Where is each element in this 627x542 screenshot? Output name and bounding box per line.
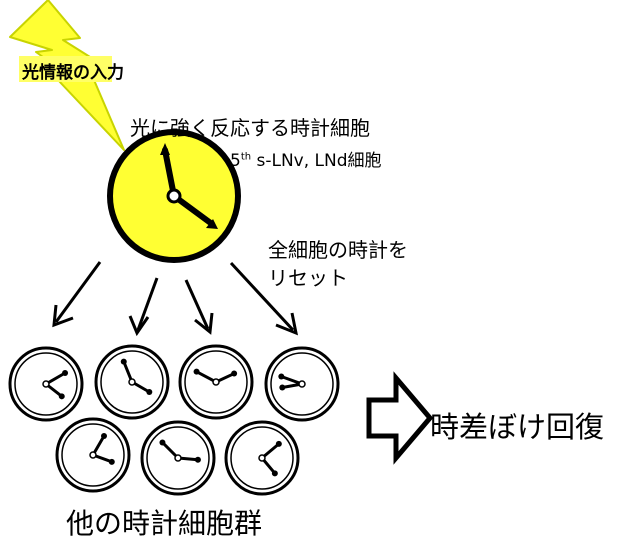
arrow-head	[52, 304, 74, 328]
cell-types-label: 5th s-LNv, LNd細胞	[230, 146, 382, 171]
other-clock-cells	[8, 344, 340, 496]
lightning-icon	[9, 0, 125, 151]
clock-icon	[94, 344, 170, 420]
reset-label: 全細胞の時計をリセット	[268, 236, 408, 292]
arrow-head	[194, 312, 214, 335]
jetlag-recovery-label: 時差ぼけ回復	[430, 410, 605, 444]
clock-icon	[8, 346, 84, 422]
reset-line-1: 全細胞の時計を	[268, 238, 408, 262]
light-input-label: 光情報の入力	[22, 63, 124, 83]
clock-icon	[264, 346, 340, 422]
arrow-head	[275, 312, 299, 336]
cell-number-suffix: th	[240, 151, 252, 163]
light-label-bg	[19, 56, 112, 82]
hollow-arrow-icon	[366, 371, 434, 465]
reset-line-2: リセット	[268, 266, 348, 290]
arrow-icon	[136, 277, 159, 331]
master-clock-icon	[107, 129, 241, 263]
reset-arrows	[52, 261, 299, 337]
arrow-icon	[229, 261, 295, 332]
other-clock-cells-label: 他の時計細胞群	[66, 507, 263, 540]
clock-icon	[178, 344, 254, 420]
clock-icon	[140, 420, 216, 496]
arrow-head	[128, 315, 150, 337]
cell-types-rest: s-LNv, LNd細胞	[251, 151, 382, 171]
clock-icon	[55, 417, 131, 493]
arrow-icon	[184, 279, 210, 330]
strong-clock-cells-label: 光に強く反応する時計細胞	[130, 116, 370, 140]
arrow-icon	[54, 261, 102, 323]
clock-icon	[224, 420, 300, 496]
cell-number: 5	[230, 151, 241, 171]
